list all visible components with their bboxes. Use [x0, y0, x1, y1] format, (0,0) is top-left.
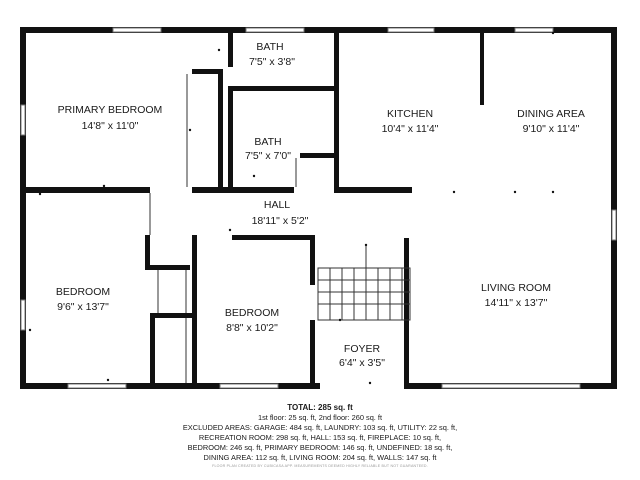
room-dims-bedroom-left: 9'6" x 13'7"	[57, 301, 109, 313]
room-dims-primary-bedroom: 14'8" x 11'0"	[82, 120, 139, 132]
summary-line-excluded-1: EXCLUDED AREAS: GARAGE: 484 sq. ft, LAUN…	[182, 423, 458, 432]
room-dims-bath-lower: 7'5" x 7'0"	[245, 150, 291, 162]
room-name-hall: HALL	[264, 199, 290, 211]
interior-walls	[20, 27, 484, 389]
summary-line-excluded-3: BEDROOM: 246 sq. ft, PRIMARY BEDROOM: 14…	[187, 443, 453, 452]
summary-line-excluded-2: RECREATION ROOM: 298 sq. ft, HALL: 153 s…	[198, 433, 442, 442]
room-dims-kitchen: 10'4" x 11'4"	[382, 123, 439, 135]
room-dims-bedroom-center: 8'8" x 10'2"	[226, 322, 278, 334]
room-dims-hall: 18'11" x 5'2"	[252, 215, 309, 227]
summary-line-excluded-4: DINING AREA: 112 sq. ft, LIVING ROOM: 20…	[203, 453, 437, 462]
windows	[20, 27, 617, 389]
room-name-kitchen: KITCHEN	[387, 108, 433, 120]
floor-plan: PRIMARY BEDROOM 14'8" x 11'0" BATH 7'5" …	[20, 27, 617, 389]
room-dims-bath-upper: 7'5" x 3'8"	[249, 56, 295, 68]
room-name-bedroom-left: BEDROOM	[56, 286, 110, 298]
room-dims-dining-area: 9'10" x 11'4"	[523, 123, 580, 135]
fixtures	[28, 31, 555, 385]
room-name-bath-upper: BATH	[256, 41, 283, 53]
disclaimer: FLOOR PLAN CREATED BY CUBICASA APP. MEAS…	[212, 464, 428, 468]
room-dims-living-room: 14'11" x 13'7"	[485, 297, 548, 309]
exterior-walls	[20, 27, 617, 389]
room-name-bath-lower: BATH	[254, 136, 281, 148]
room-labels: PRIMARY BEDROOM 14'8" x 11'0" BATH 7'5" …	[56, 41, 585, 369]
room-dims-foyer: 6'4" x 3'5"	[339, 357, 385, 369]
room-name-foyer: FOYER	[344, 343, 381, 355]
area-summary: TOTAL: 285 sq. ft 1st floor: 25 sq. ft, …	[0, 402, 640, 470]
room-name-bedroom-center: BEDROOM	[225, 307, 279, 319]
room-name-living-room: LIVING ROOM	[481, 282, 551, 294]
staircase	[317, 245, 411, 321]
room-name-primary-bedroom: PRIMARY BEDROOM	[58, 104, 163, 116]
total-area: TOTAL: 285 sq. ft	[287, 403, 353, 412]
room-name-dining-area: DINING AREA	[517, 108, 585, 120]
summary-line-floors: 1st floor: 25 sq. ft, 2nd floor: 260 sq.…	[257, 413, 383, 422]
